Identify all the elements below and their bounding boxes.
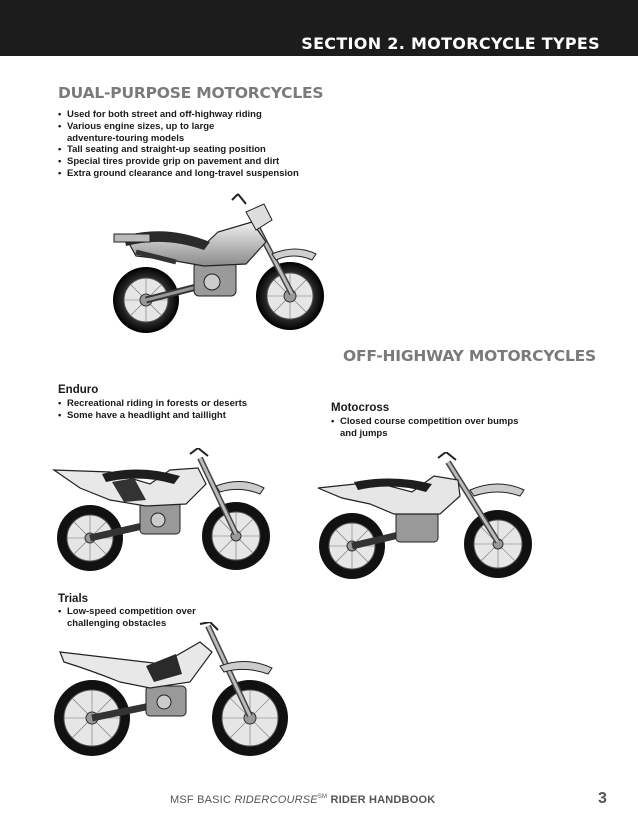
section-title: SECTION 2. MOTORCYCLE TYPES <box>301 34 600 53</box>
trials-list: Low-speed competition over challenging o… <box>58 606 203 630</box>
enduro-list: Recreational riding in forests or desert… <box>58 398 288 422</box>
service-mark: SM <box>317 794 328 800</box>
handbook-prefix: MSF BASIC <box>170 794 235 806</box>
motocross-motorcycle-illustration <box>317 452 532 579</box>
enduro-heading: Enduro <box>58 384 99 396</box>
page-number: 3 <box>598 790 607 807</box>
motocross-list: Closed course competition over bumps and… <box>331 416 521 440</box>
section-header-bar: SECTION 2. MOTORCYCLE TYPES <box>0 0 638 56</box>
list-item: Tall seating and straight-up seating pos… <box>58 144 308 156</box>
dual-purpose-heading: DUAL-PURPOSE MOTORCYCLES <box>58 84 324 102</box>
trials-heading: Trials <box>58 593 89 605</box>
dual-purpose-motorcycle-illustration <box>113 193 324 333</box>
enduro-motorcycle-illustration <box>51 448 270 571</box>
list-item: Used for both street and off-highway rid… <box>58 109 308 121</box>
off-highway-heading: OFF-HIGHWAY MOTORCYCLES <box>343 347 597 365</box>
list-item: Some have a headlight and taillight <box>58 410 288 422</box>
list-item: Recreational riding in forests or desert… <box>58 398 288 410</box>
handbook-suffix: RIDER HANDBOOK <box>327 794 436 806</box>
list-item: Special tires provide grip on pavement a… <box>58 156 308 168</box>
trials-motorcycle-illustration <box>54 622 288 756</box>
list-item: Extra ground clearance and long-travel s… <box>58 168 308 180</box>
list-item: Various engine sizes, up to large advent… <box>58 121 263 145</box>
list-item: Low-speed competition over challenging o… <box>58 606 203 630</box>
dual-purpose-list: Used for both street and off-highway rid… <box>58 109 308 180</box>
ridercourse-label: RIDERCOURSE <box>234 794 318 806</box>
motocross-heading: Motocross <box>331 402 390 414</box>
list-item: Closed course competition over bumps and… <box>331 416 521 440</box>
handbook-title: MSF BASIC RIDERCOURSESM RIDER HANDBOOK <box>170 794 435 806</box>
